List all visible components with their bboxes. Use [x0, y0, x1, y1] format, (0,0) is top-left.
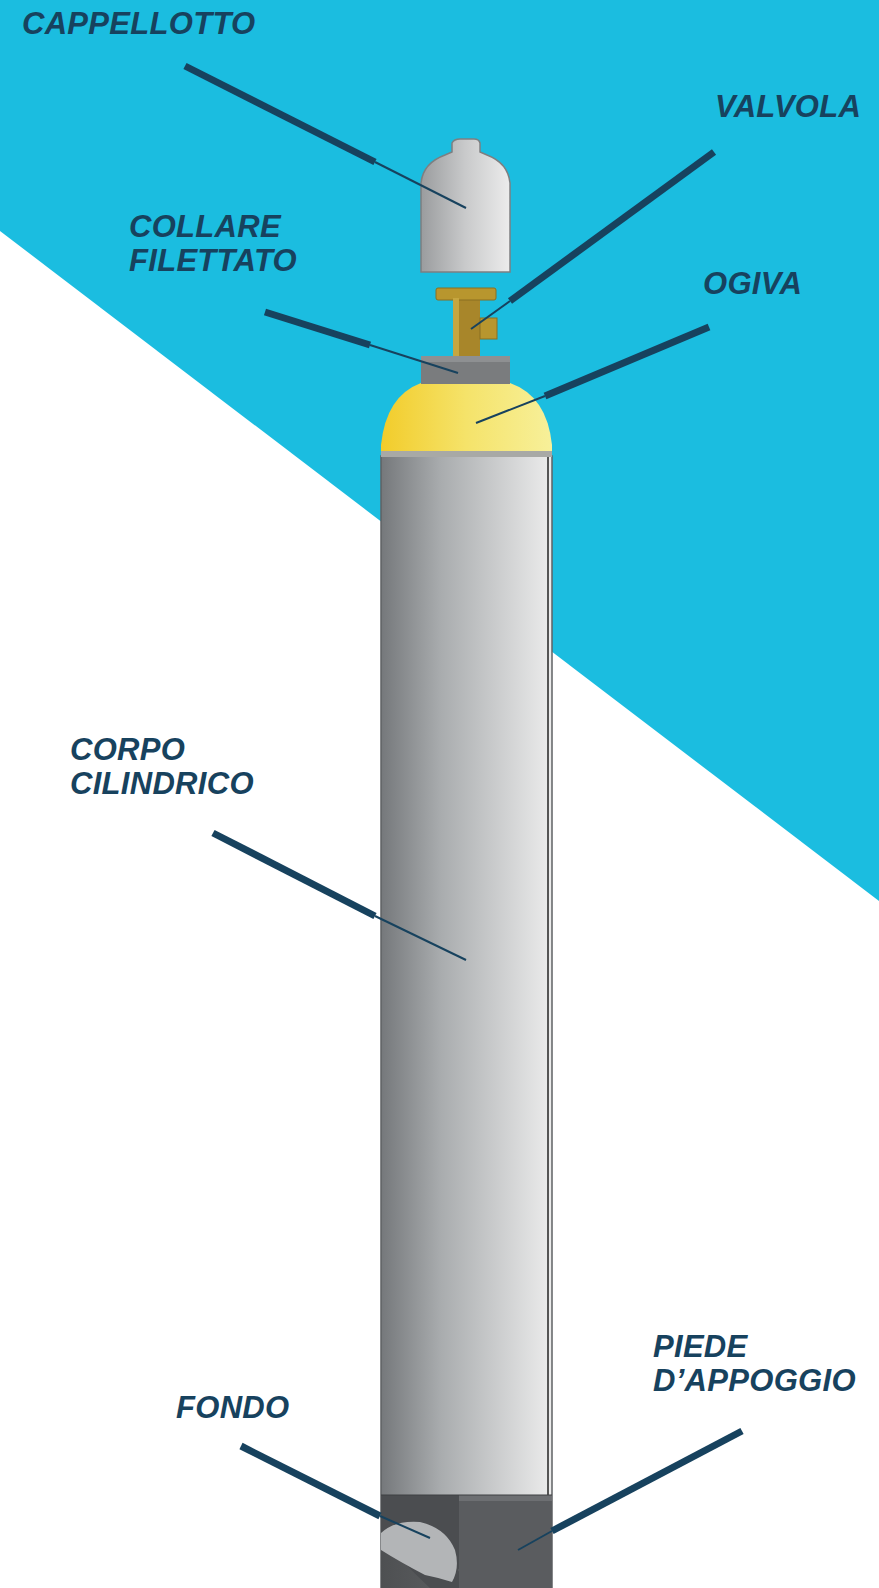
ogiva-dome [381, 383, 552, 456]
cap [421, 139, 510, 272]
part-label: COLLARE FILETTATO [129, 210, 297, 278]
base [381, 1495, 552, 1588]
leader-lines [185, 66, 742, 1550]
part-label: FONDO [176, 1391, 289, 1425]
support-foot [459, 1495, 552, 1588]
part-label: CAPPELLOTTO [22, 7, 256, 41]
part-label: CORPO CILINDRICO [70, 733, 254, 801]
cylinder-body [381, 456, 552, 1588]
fondo-shape [381, 1522, 457, 1582]
threaded-collar [421, 356, 510, 384]
part-label: OGIVA [703, 267, 802, 301]
valve [436, 288, 497, 356]
part-label: PIEDE D’APPOGGIO [653, 1330, 856, 1398]
part-label: VALVOLA [715, 90, 861, 124]
